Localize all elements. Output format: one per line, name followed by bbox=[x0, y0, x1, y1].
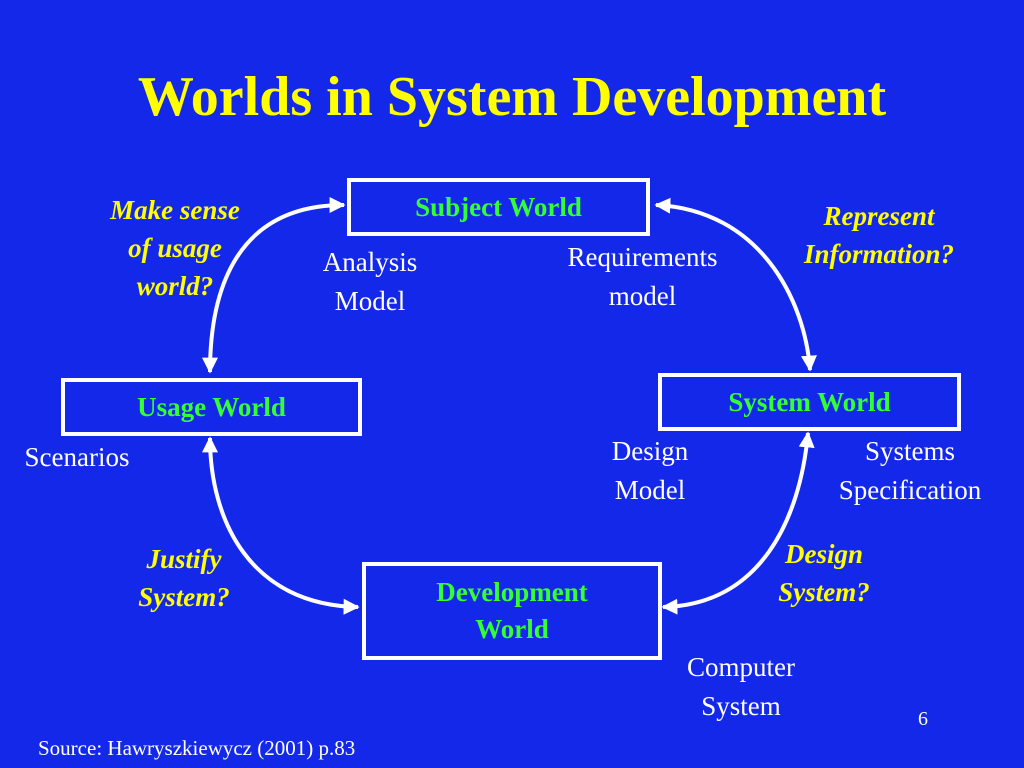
system-world-box: System World bbox=[658, 373, 961, 431]
subject-world-label: Subject World bbox=[415, 191, 582, 222]
scenarios-label: Scenarios bbox=[24, 442, 130, 472]
usage-world-label: Usage World bbox=[137, 391, 286, 422]
requirements-model-label: Requirements model bbox=[567, 242, 718, 311]
systems-specification-label: Systems Specification bbox=[838, 436, 982, 505]
page-number: 6 bbox=[918, 708, 928, 730]
justify-system-question: Justify System? bbox=[138, 544, 230, 612]
arrow-subject-usage bbox=[202, 197, 346, 374]
design-system-question: Design System? bbox=[778, 539, 870, 607]
analysis-model-label: Analysis Model bbox=[322, 247, 418, 316]
subject-world-box: Subject World bbox=[347, 178, 650, 236]
usage-world-box: Usage World bbox=[61, 378, 362, 436]
design-model-label: Design Model bbox=[611, 436, 689, 505]
make-sense-question: Make sense of usage world? bbox=[110, 195, 240, 301]
slide-title: Worlds in System Development bbox=[137, 66, 887, 128]
development-world-box: Development World bbox=[362, 562, 662, 660]
arrow-usage-development bbox=[202, 436, 360, 615]
computer-system-label: Computer System bbox=[687, 652, 795, 721]
arrow-system-development bbox=[661, 431, 815, 615]
arrow-subject-system bbox=[654, 197, 817, 372]
source-citation: Source: Hawryszkiewycz (2001) p.83 bbox=[38, 736, 356, 760]
system-world-label: System World bbox=[728, 386, 891, 417]
development-world-label: Development World bbox=[436, 577, 588, 644]
represent-information-question: Represent Information? bbox=[803, 201, 955, 269]
